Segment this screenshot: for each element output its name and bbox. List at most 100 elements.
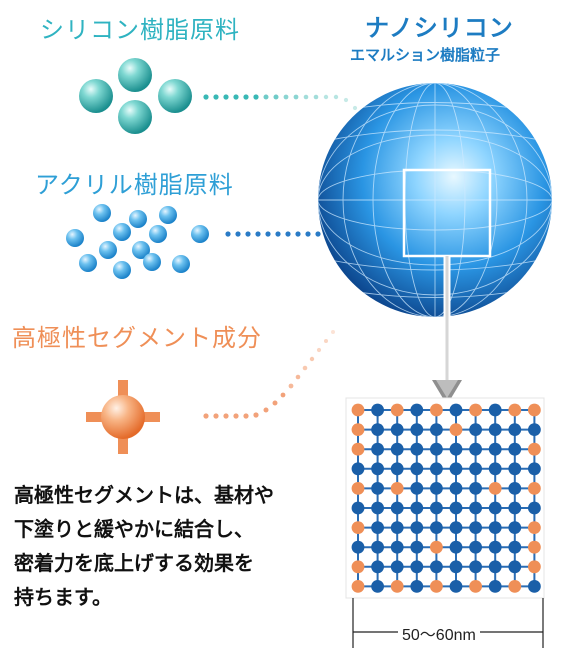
lattice-node-blue	[488, 442, 502, 456]
lattice-node-blue	[371, 462, 384, 476]
lattice-node-blue	[390, 540, 404, 554]
lattice-node-blue	[410, 482, 424, 495]
lattice-node-orange	[351, 521, 365, 534]
lattice-node-blue	[528, 580, 541, 593]
lattice-node-blue	[371, 560, 384, 574]
lattice-node-blue	[410, 580, 424, 593]
lattice-node-orange	[528, 521, 541, 534]
lattice-node-blue	[371, 442, 384, 456]
lattice-node-orange	[508, 580, 522, 593]
lattice-node-blue	[469, 501, 482, 515]
lattice-node-blue	[488, 501, 502, 515]
lattice-node-blue	[469, 482, 482, 495]
lattice-node-blue	[508, 482, 522, 495]
lattice-node-blue	[390, 442, 404, 456]
lattice-node-blue	[449, 540, 463, 554]
description-line: 持ちます。	[14, 585, 112, 609]
lattice-node-orange	[390, 482, 404, 495]
nano-silicone-title: ナノシリコン	[365, 14, 514, 42]
lattice-node-blue	[508, 442, 522, 456]
lattice-node-orange	[390, 580, 404, 593]
description-line: 密着力を底上げする効果を	[14, 551, 254, 575]
lattice-node-orange	[390, 403, 404, 417]
lattice-node-blue	[430, 521, 443, 534]
lattice-node-blue	[449, 403, 463, 417]
lattice-node-orange	[351, 442, 365, 456]
lattice-node-blue	[390, 501, 404, 515]
silicone-connector	[203, 94, 373, 128]
lattice-node-blue	[449, 482, 463, 495]
lattice-node-blue	[410, 560, 424, 574]
lattice-node-orange	[528, 482, 541, 495]
emulsion-subtitle: エマルション樹脂粒子	[350, 46, 501, 64]
lattice-node-blue	[371, 423, 384, 436]
lattice-node-orange	[430, 580, 443, 593]
lattice-node-blue	[488, 540, 502, 554]
lattice-node-orange	[469, 403, 482, 417]
molecular-lattice	[345, 397, 545, 599]
lattice-node-blue	[390, 423, 404, 436]
lattice-node-orange	[351, 560, 365, 574]
lattice-node-blue	[410, 462, 424, 476]
lattice-node-blue	[410, 540, 424, 554]
lattice-node-blue	[430, 423, 443, 436]
lattice-node-blue	[390, 462, 404, 476]
lattice-node-blue	[430, 482, 443, 495]
lattice-node-blue	[449, 580, 463, 593]
lattice-node-blue	[508, 560, 522, 574]
lattice-node-blue	[469, 462, 482, 476]
lattice-node-blue	[488, 521, 502, 534]
lattice-node-blue	[430, 462, 443, 476]
lattice-node-blue	[469, 540, 482, 554]
lattice-node-blue	[488, 403, 502, 417]
lattice-node-orange	[528, 540, 541, 554]
lattice-node-blue	[351, 540, 365, 554]
lattice-node-blue	[528, 423, 541, 436]
lattice-node-orange	[508, 403, 522, 417]
description-line: 下塗りと緩やかに結合し、	[14, 517, 254, 541]
polar-connector	[203, 330, 335, 419]
description-line: 高極性セグメントは、基材や	[14, 483, 274, 507]
lattice-node-blue	[508, 540, 522, 554]
scale-label: 50〜60nm	[398, 621, 480, 645]
silicone-particles	[79, 58, 192, 134]
acrylic-particles	[66, 204, 209, 279]
lattice-node-blue	[488, 462, 502, 476]
zoom-arrow	[432, 256, 462, 405]
lattice-node-blue	[528, 462, 541, 476]
lattice-node-orange	[430, 540, 443, 554]
description-text: 高極性セグメントは、基材や 下塗りと緩やかに結合し、 密着力を底上げする効果を …	[14, 478, 274, 614]
acrylic-raw-label: アクリル樹脂原料	[35, 171, 234, 199]
lattice-node-orange	[449, 423, 463, 436]
lattice-node-blue	[371, 540, 384, 554]
lattice-node-blue	[449, 442, 463, 456]
lattice-node-blue	[469, 560, 482, 574]
lattice-node-blue	[488, 560, 502, 574]
lattice-node-blue	[410, 442, 424, 456]
lattice-node-blue	[469, 442, 482, 456]
lattice-node-blue	[410, 423, 424, 436]
lattice-node-orange	[528, 442, 541, 456]
lattice-node-blue	[469, 521, 482, 534]
lattice-node-orange	[351, 423, 365, 436]
lattice-node-orange	[351, 403, 365, 417]
lattice-node-blue	[449, 462, 463, 476]
lattice-node-blue	[449, 521, 463, 534]
lattice-node-blue	[371, 403, 384, 417]
lattice-node-orange	[430, 403, 443, 417]
polar-segment-particle	[86, 380, 160, 454]
lattice-node-blue	[410, 403, 424, 417]
lattice-node-blue	[508, 521, 522, 534]
lattice-node-blue	[351, 462, 365, 476]
nano-silicone-globe	[318, 83, 552, 317]
lattice-node-blue	[430, 442, 443, 456]
lattice-node-blue	[351, 501, 365, 515]
lattice-node-blue	[371, 580, 384, 593]
lattice-node-blue	[449, 501, 463, 515]
lattice-node-blue	[371, 501, 384, 515]
lattice-node-blue	[390, 521, 404, 534]
lattice-node-blue	[488, 423, 502, 436]
lattice-node-orange	[528, 403, 541, 417]
acrylic-connector	[225, 231, 321, 237]
